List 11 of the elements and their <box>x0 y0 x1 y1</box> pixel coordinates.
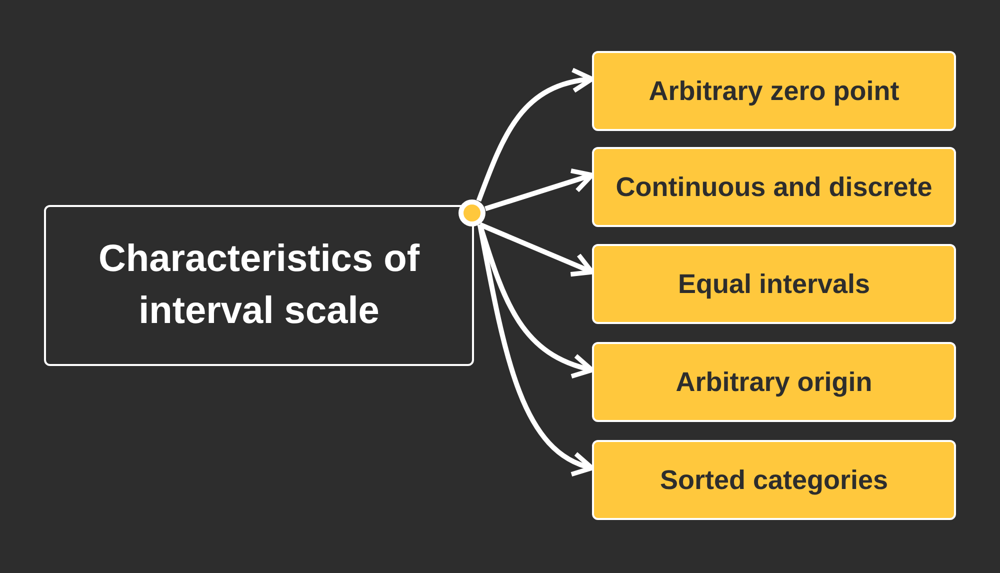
circle-node <box>458 199 486 227</box>
characteristic-box: Sorted categories <box>592 440 956 520</box>
characteristic-box: Equal intervals <box>592 244 956 324</box>
arrow <box>476 68 594 202</box>
title-box: Characteristics of interval scale <box>44 205 474 366</box>
arrow <box>484 168 594 212</box>
arrow <box>477 224 594 474</box>
characteristic-box: Continuous and discrete <box>592 147 956 227</box>
arrow <box>478 222 594 277</box>
characteristic-box: Arbitrary zero point <box>592 51 956 131</box>
characteristic-box: Arbitrary origin <box>592 342 956 422</box>
